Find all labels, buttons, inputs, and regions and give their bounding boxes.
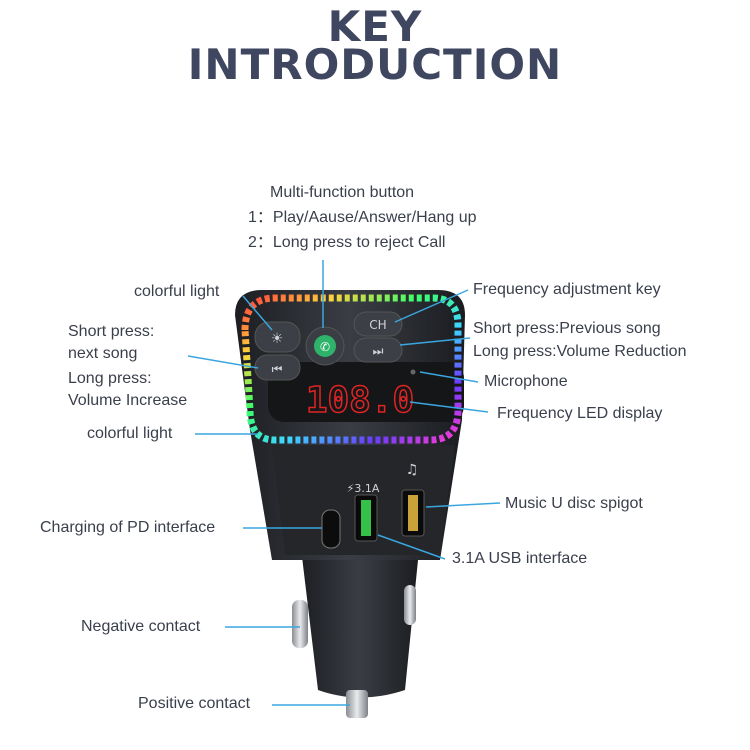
label-pd-charging: Charging of PD interface (40, 519, 216, 536)
light-bulb-icon: ☀ (271, 331, 284, 347)
label-positive-contact: Positive contact (138, 695, 251, 712)
microphone-hole (410, 369, 416, 375)
label-colorful-light-side: colorful light (87, 425, 173, 442)
title-line-2: INTRODUCTION (187, 40, 563, 89)
callout-music-disc (425, 502, 501, 508)
label-music-u-disc: Music U disc spigot (505, 495, 643, 512)
multifunction-button: ✆ (305, 326, 345, 366)
label-long-press-vol-inc-1: Long press: (68, 370, 152, 387)
label-long-press-vol-inc-2: Volume Increase (68, 392, 188, 409)
callout-colorful-light-top (242, 295, 273, 331)
multifunction-heading: Multi-function button (270, 184, 415, 201)
phone-icon: ✆ (320, 340, 330, 354)
label-microphone: Microphone (484, 373, 568, 390)
callout-next-song (187, 355, 259, 369)
label-usb-31a: 3.1A USB interface (452, 550, 588, 567)
label-frequency-led-display: Frequency LED display (497, 405, 663, 422)
previous-track-icon: ⏮ (272, 362, 283, 376)
multifunction-line-2: 2：Long press to reject Call (248, 234, 446, 251)
label-negative-contact: Negative contact (81, 618, 201, 635)
label-colorful-light-top: colorful light (134, 283, 220, 300)
label-short-press-prev: Short press:Previous song (473, 320, 661, 337)
multifunction-line-1: 1：Play/Aause/Answer/Hang up (248, 209, 477, 226)
callout-led-display (409, 401, 489, 413)
plug-shaft (292, 540, 420, 718)
positive-contact-tip (346, 690, 368, 718)
label-short-press-next-2: next song (68, 345, 138, 362)
ch-key-label: CH (369, 318, 386, 332)
callout-usb (377, 534, 446, 560)
label-short-press-next-1: Short press: (68, 323, 155, 340)
callout-microphone (419, 371, 479, 383)
callout-frequency-key (394, 289, 469, 323)
left-button-cluster: ☀ ⏮ (254, 321, 301, 381)
right-button-cluster: CH ⏭ (353, 311, 403, 363)
usb-c-port (321, 509, 341, 549)
led-readout: 108.0 (306, 380, 414, 421)
music-note-icon: ♫ (406, 462, 419, 478)
callout-previous-song (399, 337, 471, 346)
label-long-press-vol-red: Long press:Volume Reduction (473, 343, 687, 360)
title-line-1: KEY (327, 2, 423, 51)
label-frequency-adjustment-key: Frequency adjustment key (473, 281, 661, 298)
callout-lines (187, 260, 501, 706)
next-track-icon: ⏭ (373, 344, 384, 358)
usb-port-caption: ⚡3.1A (347, 482, 380, 495)
negative-contact-spring (292, 600, 308, 648)
